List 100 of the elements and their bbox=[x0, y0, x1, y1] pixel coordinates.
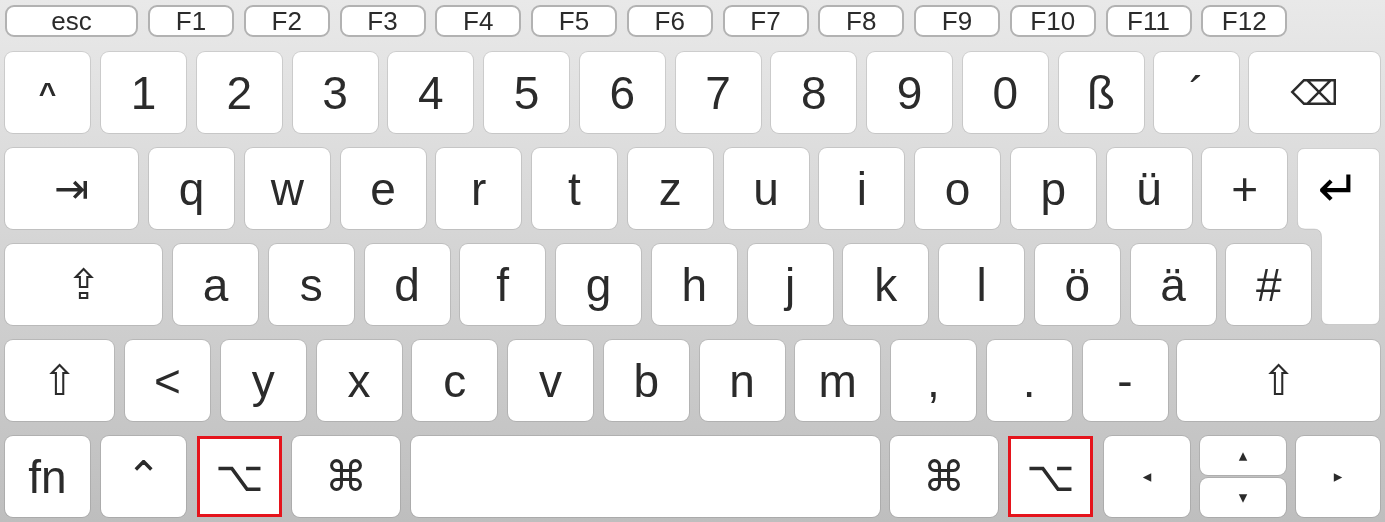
key-label: ◂ bbox=[1142, 468, 1152, 485]
key-label: e bbox=[370, 165, 396, 212]
keyboard-key bbox=[508, 340, 593, 421]
key-label: , bbox=[927, 357, 940, 404]
key-label: ⌥ bbox=[1026, 455, 1075, 498]
keyboard-key bbox=[173, 244, 258, 325]
keyboard-key bbox=[412, 340, 498, 421]
keyboard-key bbox=[292, 52, 378, 133]
key-label: ß bbox=[1086, 69, 1116, 116]
keyboard-key bbox=[1010, 148, 1096, 229]
keyboard-key bbox=[268, 244, 354, 325]
key-label: ^ bbox=[38, 77, 57, 108]
key-label: d bbox=[394, 261, 420, 308]
key-label: ⌃ bbox=[125, 455, 162, 498]
keyboard-key bbox=[1200, 436, 1286, 475]
key-label: < bbox=[154, 357, 181, 404]
key-label: ⌘ bbox=[325, 455, 367, 498]
key-label: a bbox=[202, 261, 229, 308]
key-label: esc bbox=[51, 8, 92, 34]
key-label: 3 bbox=[322, 69, 348, 116]
key-label: ⇪ bbox=[65, 263, 102, 306]
keyboard-key bbox=[626, 5, 713, 37]
keyboard-key bbox=[243, 5, 330, 37]
keyboard-key bbox=[292, 436, 400, 517]
key-label: ⇧ bbox=[1260, 359, 1297, 402]
key-label: ⇥ bbox=[53, 167, 90, 210]
key-label: - bbox=[1117, 357, 1133, 404]
keyboard-key bbox=[1201, 5, 1288, 37]
keyboard-key bbox=[340, 148, 426, 229]
keyboard-key bbox=[101, 436, 186, 517]
keyboard-key bbox=[914, 5, 1000, 37]
keyboard-key bbox=[5, 5, 138, 37]
key-label: n bbox=[729, 357, 755, 404]
keyboard-key bbox=[675, 52, 761, 133]
key-label: f bbox=[496, 261, 510, 308]
keyboard-key bbox=[1082, 340, 1168, 421]
keyboard-key bbox=[532, 148, 617, 229]
key-label: w bbox=[270, 165, 304, 212]
keyboard-key bbox=[891, 340, 976, 421]
key-label: 2 bbox=[226, 69, 253, 116]
keyboard-key bbox=[5, 436, 90, 517]
keyboard-key bbox=[771, 52, 857, 133]
key-label: u bbox=[753, 165, 779, 212]
keyboard-key bbox=[723, 148, 809, 229]
keyboard-key bbox=[556, 244, 641, 325]
keyboard-key bbox=[1296, 436, 1380, 517]
key-label: 8 bbox=[800, 69, 827, 116]
keyboard-key bbox=[364, 244, 450, 325]
keyboard-key bbox=[1202, 148, 1288, 229]
key-label: F6 bbox=[654, 8, 685, 34]
key-label: k bbox=[874, 261, 898, 308]
keyboard-key bbox=[603, 340, 689, 421]
keyboard-key bbox=[795, 340, 881, 421]
key-label: c bbox=[443, 357, 467, 404]
keyboard-key bbox=[867, 52, 952, 133]
key-label: m bbox=[818, 357, 857, 404]
keyboard-key bbox=[962, 52, 1048, 133]
key-label: ´ bbox=[1189, 69, 1205, 116]
key-label: ü bbox=[1136, 165, 1162, 212]
keyboard-key bbox=[890, 436, 998, 517]
keyboard-key bbox=[915, 148, 1000, 229]
key-label: F9 bbox=[941, 8, 973, 34]
key-label: F4 bbox=[463, 8, 494, 34]
keyboard-key bbox=[460, 244, 546, 325]
keyboard-key bbox=[1249, 52, 1380, 133]
keyboard-key bbox=[5, 52, 90, 133]
key-label: ä bbox=[1160, 261, 1186, 308]
key-label: x bbox=[347, 357, 371, 404]
keyboard-key bbox=[722, 5, 809, 37]
keyboard-key bbox=[196, 52, 282, 133]
keyboard-key bbox=[436, 148, 522, 229]
key-label: v bbox=[539, 357, 562, 404]
key-label: F3 bbox=[367, 8, 398, 34]
key-label: 1 bbox=[130, 69, 157, 116]
key-label: 9 bbox=[896, 69, 923, 116]
key-label: F7 bbox=[750, 8, 781, 34]
key-label: F2 bbox=[271, 8, 302, 34]
keyboard-key bbox=[484, 52, 569, 133]
key-label: ▾ bbox=[1238, 489, 1248, 506]
keyboard-key bbox=[819, 148, 905, 229]
keyboard-key bbox=[1130, 244, 1216, 325]
highlighted-key bbox=[197, 436, 282, 517]
key-label: # bbox=[1255, 261, 1282, 308]
keyboard-key bbox=[435, 5, 522, 37]
keyboard-key bbox=[220, 340, 306, 421]
keyboard-key bbox=[5, 244, 162, 325]
key-label: . bbox=[1022, 357, 1036, 404]
keyboard-key bbox=[1177, 340, 1380, 421]
keyboard-key bbox=[1226, 244, 1312, 325]
keyboard-key bbox=[986, 340, 1072, 421]
key-label: fn bbox=[28, 453, 67, 500]
keyboard-key bbox=[651, 244, 737, 325]
keyboard-key bbox=[1200, 478, 1286, 517]
keyboard-key bbox=[125, 340, 210, 421]
space-bar bbox=[411, 436, 880, 517]
keyboard-key bbox=[148, 5, 234, 37]
keyboard-key bbox=[627, 148, 713, 229]
keyboard-key bbox=[5, 340, 114, 421]
keyboard-key bbox=[1106, 148, 1192, 229]
key-label: r bbox=[471, 165, 487, 212]
